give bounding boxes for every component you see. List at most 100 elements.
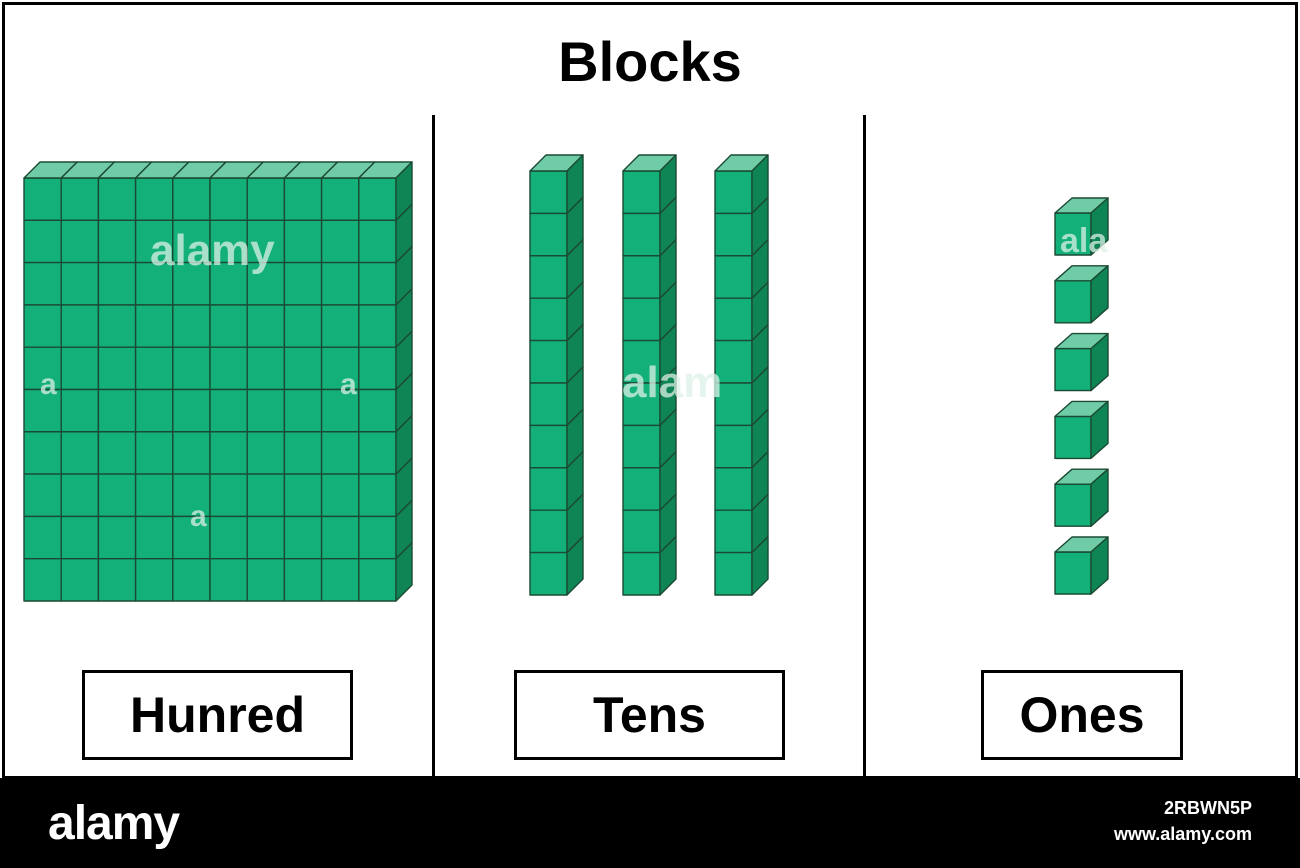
tens-rod-front-cell	[623, 171, 660, 213]
hundred-flat-front-cell	[173, 263, 210, 305]
hundred-flat-front-cell	[136, 178, 173, 220]
hundred-flat-front-cell	[61, 347, 98, 389]
ones-cube-front-cell	[1055, 349, 1091, 391]
hundred-flat-front-cell	[98, 390, 135, 432]
tens-rod-front-cell	[530, 298, 567, 340]
tens-rod-front-cell	[623, 298, 660, 340]
hundred-flat-front-cell	[359, 263, 396, 305]
tens-rod-front-cell	[623, 510, 660, 552]
ones-cubes-group	[1055, 198, 1108, 594]
tens-rod-front-cell	[530, 510, 567, 552]
tens-rod-front-cell	[623, 468, 660, 510]
hundred-flat-front-cell	[173, 474, 210, 516]
hundred-flat-front-cell	[24, 432, 61, 474]
tens-rods-group	[530, 155, 768, 595]
hundred-flat-front-cell	[61, 474, 98, 516]
tens-rod-front-cell	[530, 256, 567, 298]
hundred-flat-front-cell	[98, 263, 135, 305]
hundred-flat-front-cell	[247, 178, 284, 220]
hundred-flat-front-cell	[98, 432, 135, 474]
hundred-flat-front-cell	[136, 305, 173, 347]
footer-bar: alamy 2RBWN5P www.alamy.com	[0, 778, 1300, 868]
hundred-flat-front-cell	[359, 390, 396, 432]
hundred-flat-front-cell	[247, 432, 284, 474]
tens-rod-front-cell	[715, 213, 752, 255]
hundred-flat-front-cell	[359, 474, 396, 516]
hundred-flat-front-cell	[210, 305, 247, 347]
hundred-flat-front-cell	[24, 559, 61, 601]
tens-rod-front-cell	[623, 256, 660, 298]
hundred-flat-front-cell	[284, 305, 321, 347]
ones-cube-front-cell	[1055, 281, 1091, 323]
hundred-flat-front-cell	[284, 474, 321, 516]
hundred-flat-front-cell	[98, 220, 135, 262]
label-tens: Tens	[514, 670, 785, 760]
ones-cube-front-cell	[1055, 552, 1091, 594]
tens-rod-front-cell	[715, 256, 752, 298]
hundred-flat-front-cell	[322, 516, 359, 558]
hundred-flat-front-cell	[284, 559, 321, 601]
hundred-flat-front-cell	[61, 516, 98, 558]
hundred-flat-front-cell	[247, 305, 284, 347]
tens-rod-front-cell	[623, 383, 660, 425]
hundred-flat-front-cell	[98, 347, 135, 389]
hundred-flat-front-cell	[24, 474, 61, 516]
hundred-flat-front-cell	[247, 347, 284, 389]
tens-rod-front-cell	[715, 298, 752, 340]
hundred-flat-front-cell	[322, 347, 359, 389]
hundred-flat-front-cell	[359, 516, 396, 558]
tens-rod-front-cell	[715, 468, 752, 510]
hundred-flat-front-cell	[173, 390, 210, 432]
hundred-flat-front-cell	[61, 178, 98, 220]
hundred-flat-front-cell	[173, 220, 210, 262]
hundred-flat-front-cell	[24, 390, 61, 432]
hundred-flat-front-cell	[173, 559, 210, 601]
hundred-flat-front-cell	[98, 178, 135, 220]
hundred-flat-front-cell	[284, 432, 321, 474]
hundred-flat-front-cell	[136, 474, 173, 516]
hundred-flat-front-cell	[24, 178, 61, 220]
hundred-flat-front-cell	[247, 263, 284, 305]
hundred-flat-front-cell	[136, 390, 173, 432]
hundred-flat-front-cell	[136, 516, 173, 558]
hundred-flat-front-cell	[322, 305, 359, 347]
hundred-flat-front-cell	[24, 220, 61, 262]
label-hundred: Hunred	[82, 670, 353, 760]
hundred-flat-front-cell	[24, 263, 61, 305]
tens-rod-front-cell	[715, 341, 752, 383]
hundred-flat-front-cell	[284, 516, 321, 558]
ones-cube-front-cell	[1055, 213, 1091, 255]
tens-rod-front-cell	[623, 425, 660, 467]
site-url: www.alamy.com	[1114, 824, 1252, 845]
hundred-flat-front-cell	[173, 347, 210, 389]
tens-rod-front-cell	[530, 341, 567, 383]
hundred-flat-front-cell	[136, 559, 173, 601]
hundred-flat-front-cell	[173, 516, 210, 558]
hundred-flat-front-cell	[359, 559, 396, 601]
tens-rod-front-cell	[715, 425, 752, 467]
hundred-flat-block	[24, 162, 412, 601]
hundred-flat-front-cell	[359, 432, 396, 474]
tens-rod-front-cell	[530, 553, 567, 595]
ones-cube-front-cell	[1055, 416, 1091, 458]
hundred-flat-front-cell	[61, 432, 98, 474]
hundred-flat-front-cell	[61, 305, 98, 347]
ones-cube-front-cell	[1055, 484, 1091, 526]
tens-rod-front-cell	[530, 213, 567, 255]
image-code: 2RBWN5P	[1164, 798, 1252, 819]
hundred-flat-front-cell	[284, 263, 321, 305]
hundred-flat-front-cell	[284, 390, 321, 432]
hundred-flat-front-cell	[284, 220, 321, 262]
hundred-flat-front-cell	[61, 220, 98, 262]
hundred-flat-front-cell	[210, 263, 247, 305]
hundred-flat-front-cell	[24, 516, 61, 558]
hundred-flat-front-cell	[24, 347, 61, 389]
hundred-flat-front-cell	[136, 347, 173, 389]
tens-rod-front-cell	[623, 213, 660, 255]
hundred-flat-front-cell	[322, 432, 359, 474]
hundred-flat-front-cell	[359, 305, 396, 347]
hundred-flat-front-cell	[136, 432, 173, 474]
hundred-flat-front-cell	[98, 516, 135, 558]
tens-rod-front-cell	[530, 171, 567, 213]
